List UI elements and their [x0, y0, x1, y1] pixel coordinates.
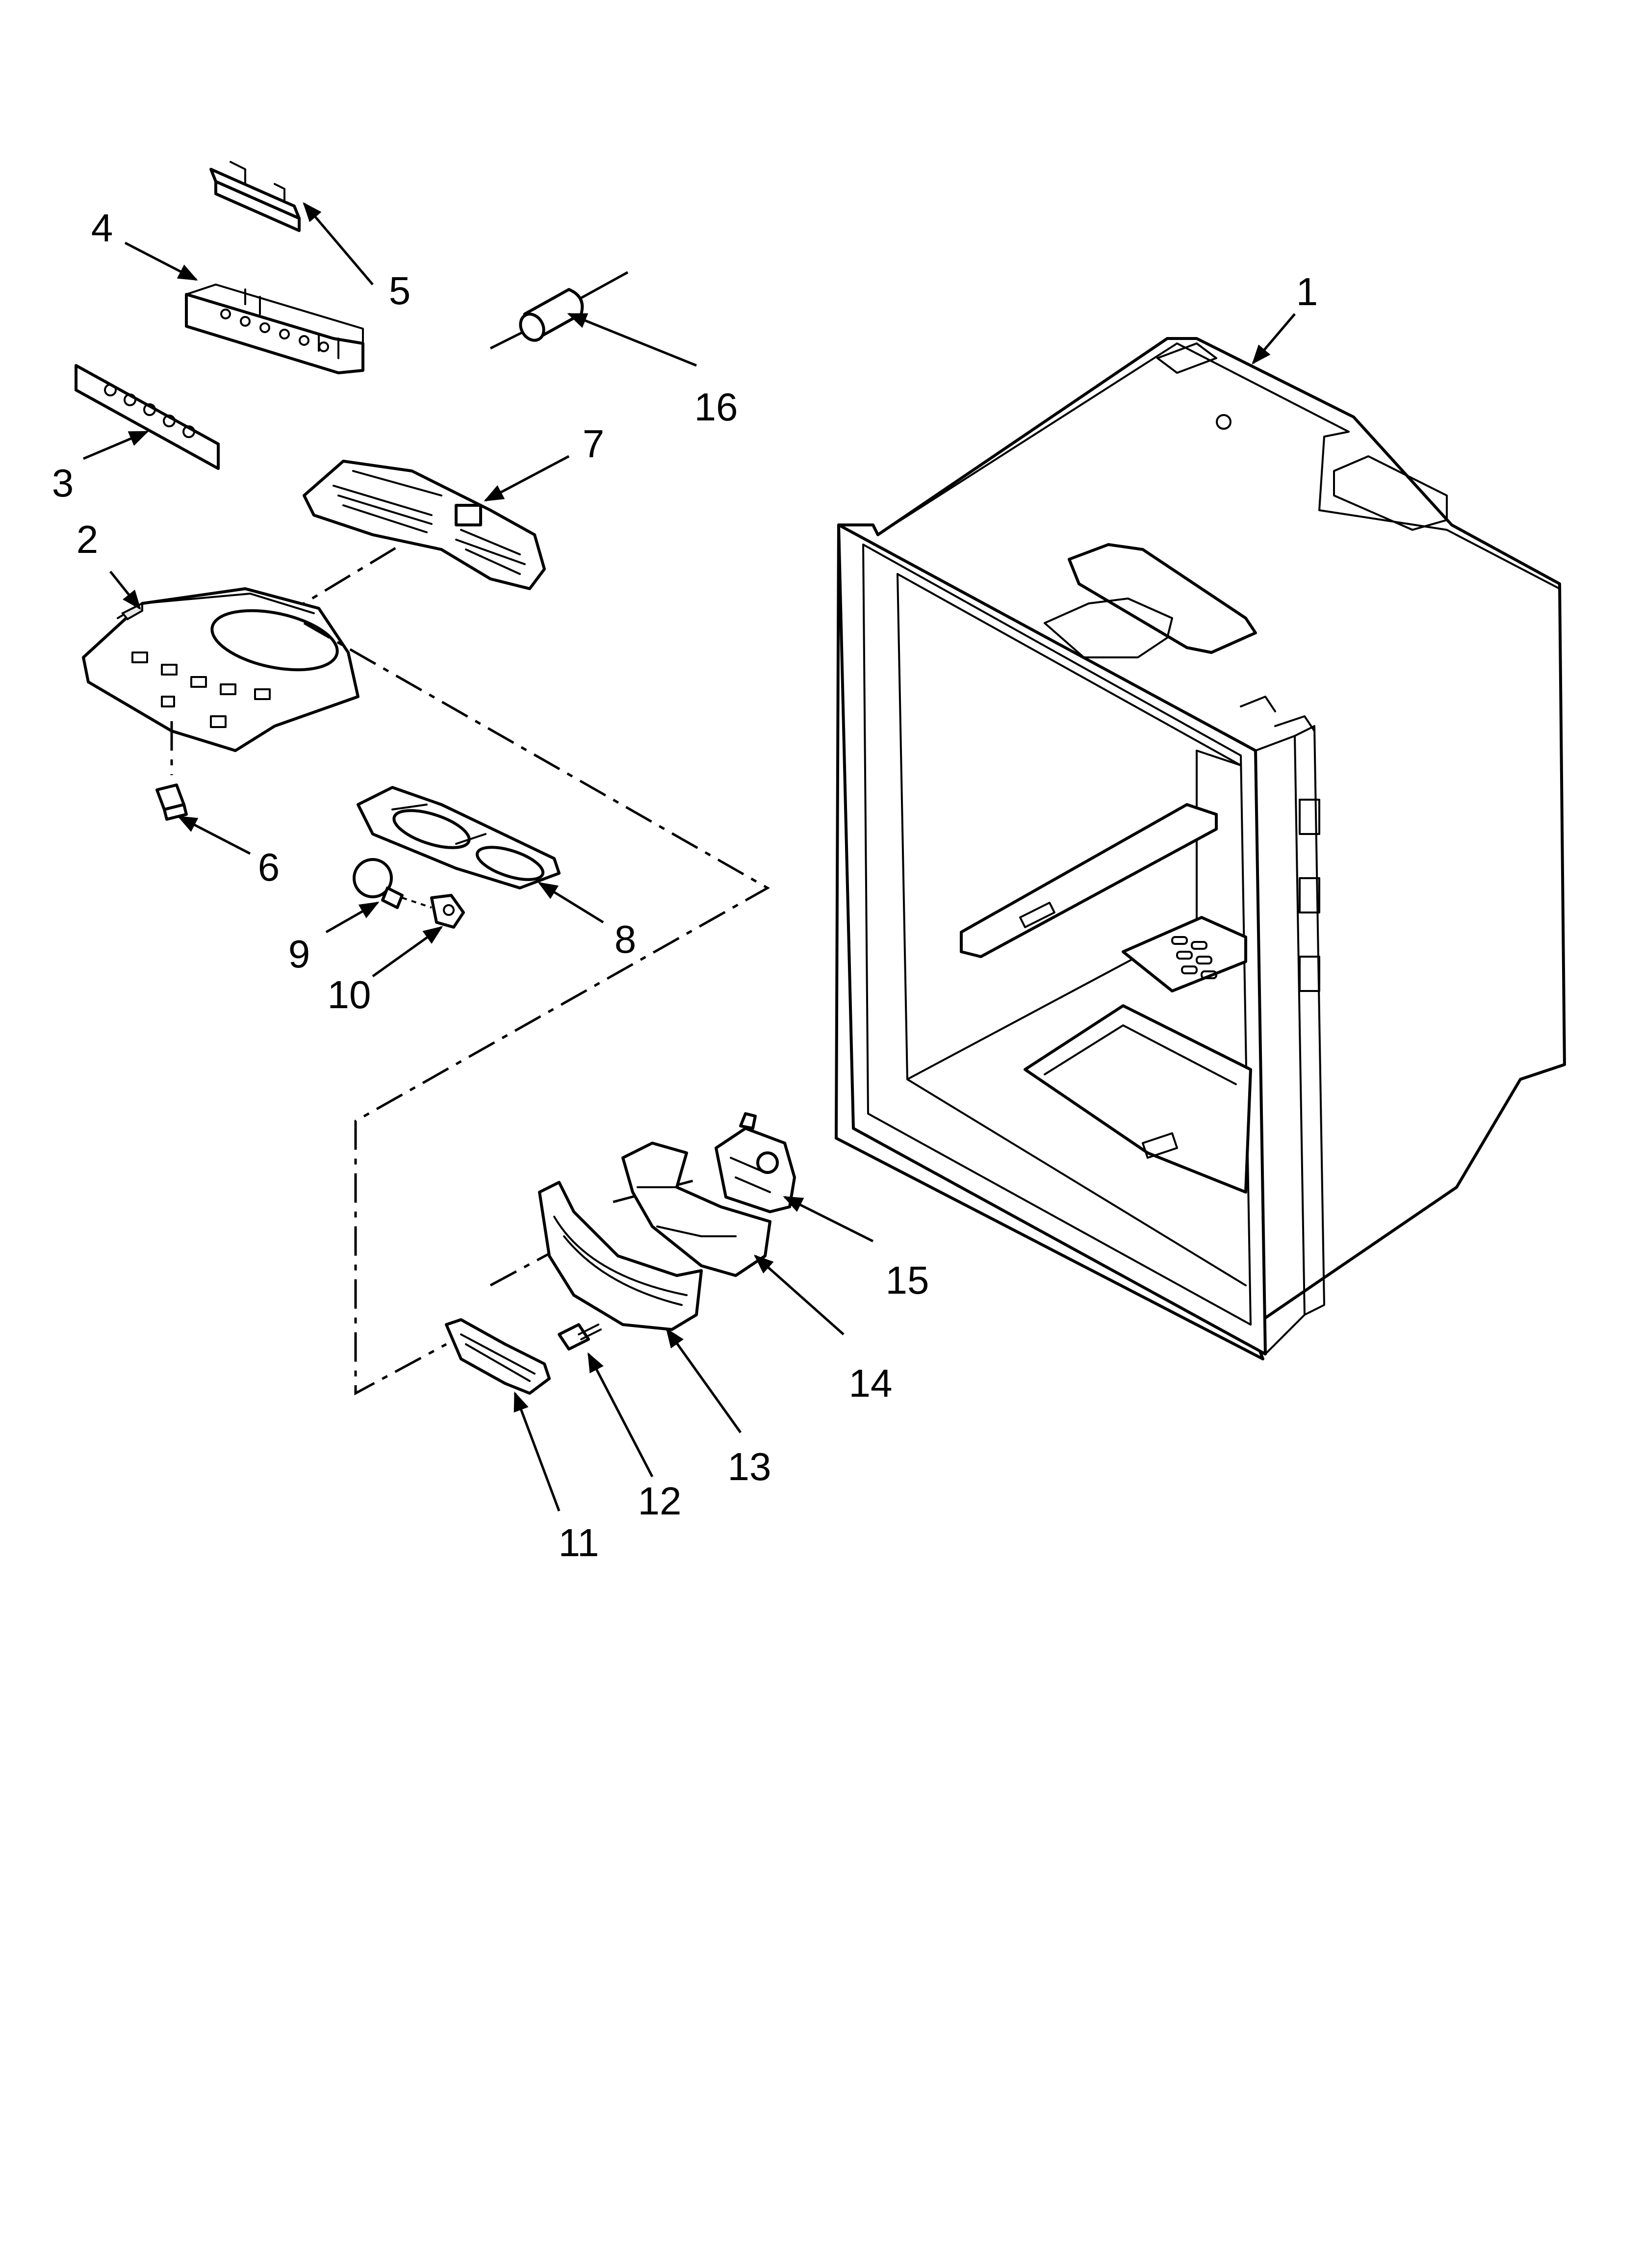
callout-8: 8	[614, 917, 637, 961]
callout-14: 14	[848, 1361, 893, 1405]
part-6-switch	[155, 783, 188, 821]
callout-4: 4	[91, 206, 113, 250]
callout-2: 2	[76, 518, 99, 561]
part-12-screw	[558, 1323, 602, 1351]
callout-15: 15	[885, 1258, 929, 1302]
part-13-bezel	[538, 1181, 703, 1331]
callout-11: 11	[558, 1521, 599, 1564]
callout-13: 13	[727, 1445, 771, 1488]
part-5-bracket	[209, 161, 301, 232]
callout-6: 6	[257, 845, 280, 889]
callout-3: 3	[51, 461, 74, 505]
part-11-paddle	[445, 1318, 551, 1395]
callout-10: 10	[327, 973, 371, 1017]
callout-16: 16	[694, 385, 738, 429]
part-9-bulb	[353, 858, 432, 909]
part-7-vent-cover	[303, 460, 546, 590]
part-1-liner	[835, 337, 1566, 1360]
assembly-line-13-11	[489, 1250, 555, 1287]
callout-9: 9	[288, 932, 310, 976]
part-16-tube-connector	[489, 271, 629, 350]
callout-1: 1	[1296, 270, 1318, 313]
part-3-button-overlay	[75, 364, 220, 470]
callout-7: 7	[582, 422, 605, 466]
part-10-socket	[430, 894, 465, 929]
part-4-control-housing	[185, 284, 364, 374]
part-8-light-shield	[357, 786, 561, 889]
part-14-dispenser-housing	[621, 1142, 771, 1277]
part-15-valve	[715, 1112, 796, 1213]
leader-lines	[83, 202, 1296, 1512]
callout-5: 5	[388, 269, 411, 313]
callout-12: 12	[638, 1479, 682, 1523]
part-2-light-housing	[82, 587, 359, 752]
assembly-boundary	[303, 622, 770, 1396]
